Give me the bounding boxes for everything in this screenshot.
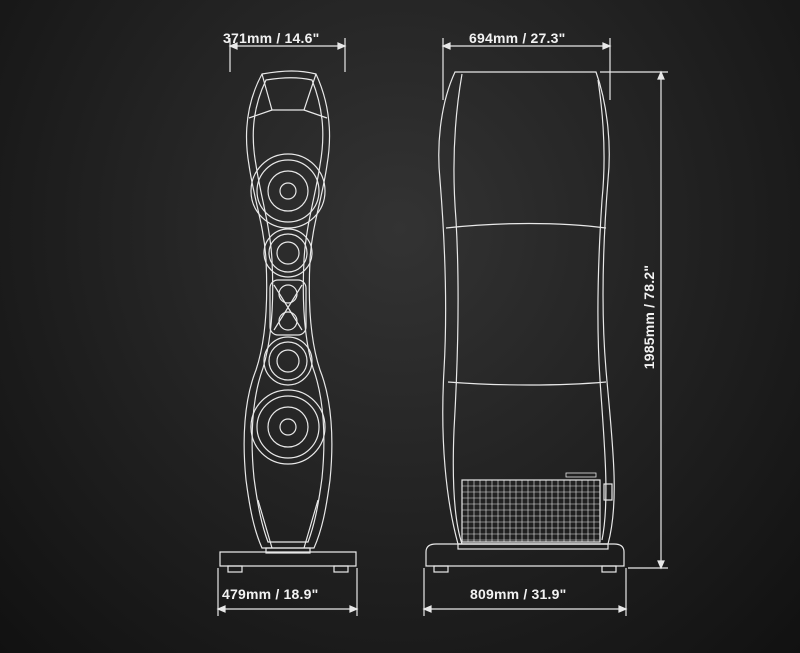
height-label: 1985mm / 78.2" xyxy=(641,264,657,370)
side-base-dimension-line xyxy=(422,568,628,616)
front-top-width-label: 371mm / 14.6" xyxy=(223,30,320,46)
front-view-speaker xyxy=(219,70,357,573)
side-view-speaker xyxy=(425,71,625,573)
front-woofer-top xyxy=(250,153,326,229)
front-base-width-label: 479mm / 18.9" xyxy=(222,586,319,602)
front-midrange-bottom xyxy=(263,336,313,386)
front-base-plinth xyxy=(219,551,357,573)
front-top-dimension-line xyxy=(228,38,347,72)
front-base-dimension-line xyxy=(216,568,359,616)
side-lower-grille xyxy=(461,472,601,543)
side-base-plinth xyxy=(425,543,625,573)
front-cabinet-outline xyxy=(243,70,333,549)
front-tweeter-cluster xyxy=(269,279,307,336)
height-dimension-line xyxy=(600,70,668,570)
side-top-depth-label: 694mm / 27.3" xyxy=(469,30,566,46)
side-top-dimension-line xyxy=(441,38,612,100)
side-base-depth-label: 809mm / 31.9" xyxy=(470,586,567,602)
front-woofer-bottom xyxy=(250,389,326,465)
front-midrange-top xyxy=(263,228,313,278)
